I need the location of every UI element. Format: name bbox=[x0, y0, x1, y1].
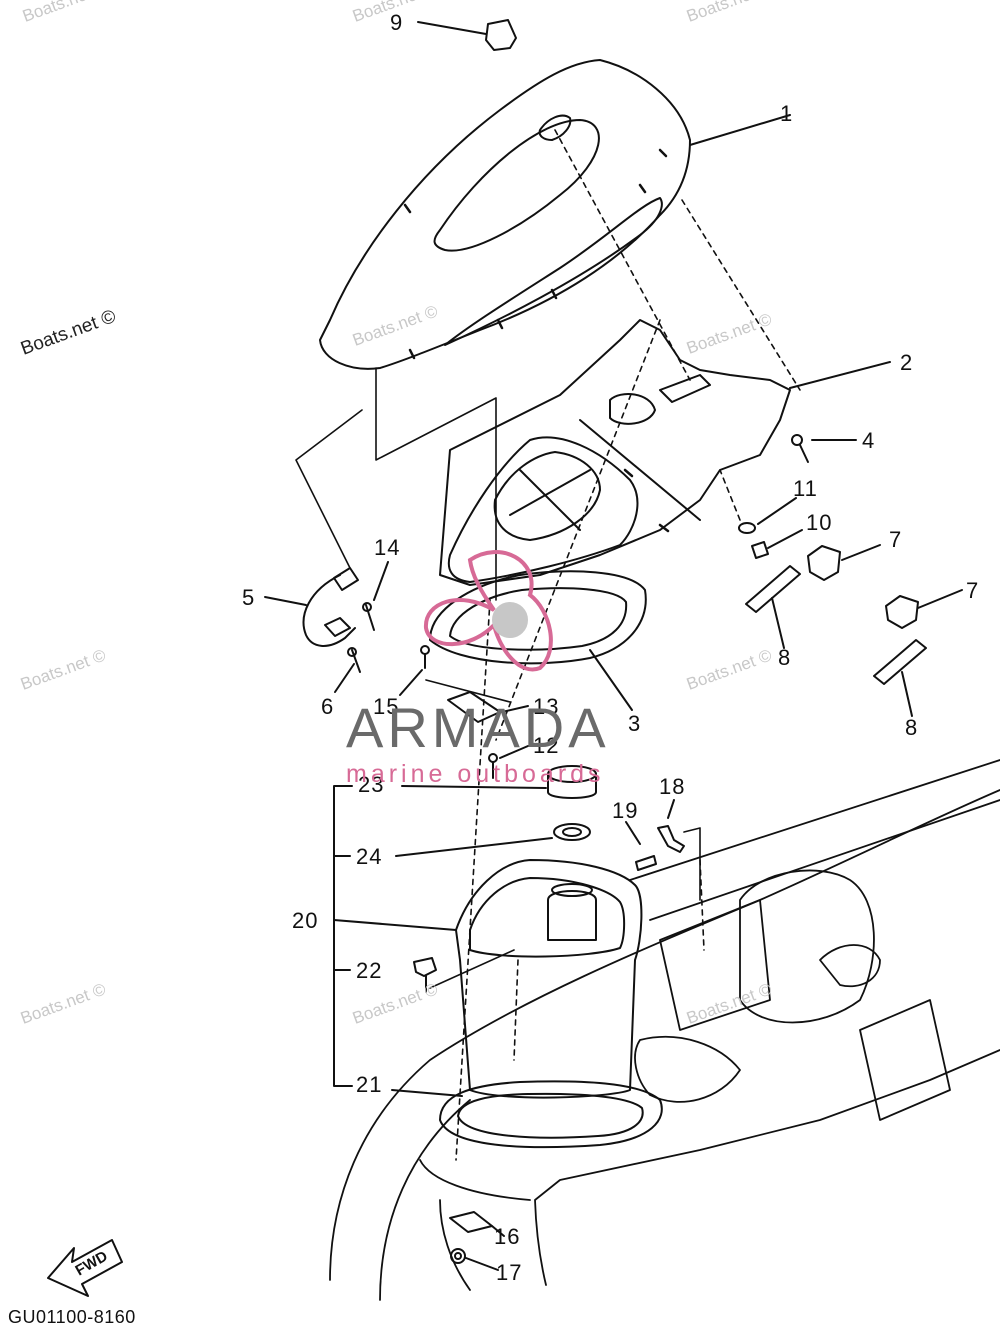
callout-14: 14 bbox=[374, 535, 401, 560]
intake-housing bbox=[447, 436, 639, 583]
armada-logo-tagline: marine outboards bbox=[346, 760, 605, 788]
callout-24: 24 bbox=[356, 844, 383, 869]
callout-9: 9 bbox=[390, 10, 404, 35]
part-9-plug bbox=[417, 19, 517, 51]
callout-1: 1 bbox=[780, 101, 794, 126]
callout-4: 4 bbox=[862, 428, 876, 453]
part-17-nut bbox=[450, 1248, 499, 1271]
callout-5: 5 bbox=[242, 585, 256, 610]
part-13-plate bbox=[447, 691, 529, 723]
part-8-pad-b bbox=[873, 639, 927, 717]
part-4-screw bbox=[791, 434, 857, 463]
part-23-cap bbox=[401, 765, 597, 799]
part-11-washer bbox=[738, 497, 797, 534]
callout-17: 17 bbox=[496, 1260, 523, 1285]
callout-8-a: 8 bbox=[778, 645, 792, 670]
part-18-latch bbox=[657, 799, 685, 853]
callout-16: 16 bbox=[494, 1224, 521, 1249]
callout-8-b: 8 bbox=[905, 715, 919, 740]
armada-logo-name: ARMADA bbox=[346, 696, 610, 759]
part-19-pin bbox=[625, 821, 657, 871]
callout-6: 6 bbox=[321, 694, 335, 719]
part-7-cap-b bbox=[885, 589, 963, 629]
part-20-storage-bucket bbox=[455, 859, 643, 1099]
callout-11: 11 bbox=[793, 476, 818, 501]
callout-7-a: 7 bbox=[889, 527, 903, 552]
part-7-cap-a bbox=[807, 544, 881, 581]
part-12-screw bbox=[488, 745, 529, 779]
part-1-hood-cover bbox=[319, 59, 791, 370]
callout-22: 22 bbox=[356, 958, 383, 983]
part-8-pad-a bbox=[745, 565, 801, 649]
hull-body bbox=[329, 759, 1000, 1301]
callout-7-b: 7 bbox=[966, 578, 980, 603]
callout-2: 2 bbox=[900, 350, 914, 375]
part-10-bolt bbox=[751, 529, 803, 559]
callout-19: 19 bbox=[612, 798, 639, 823]
assembly-leaders bbox=[295, 367, 701, 989]
leader-dashes bbox=[425, 129, 801, 1161]
callout-13: 13 bbox=[533, 694, 560, 719]
bracket-20-24 bbox=[333, 785, 463, 1097]
callout-10: 10 bbox=[806, 510, 833, 535]
part-14-rivet bbox=[362, 561, 389, 631]
fwd-label: FWD bbox=[73, 1248, 111, 1280]
fwd-arrow bbox=[47, 1239, 123, 1297]
callout-15: 15 bbox=[373, 694, 400, 719]
part-6-rivet bbox=[334, 647, 361, 693]
part-22-fastener bbox=[413, 957, 437, 991]
callout-23: 23 bbox=[358, 772, 385, 797]
part-15-screw bbox=[399, 645, 430, 696]
callout-3: 3 bbox=[628, 711, 642, 736]
part-16-bracket bbox=[449, 1211, 505, 1237]
part-code: GU01100-8160 bbox=[8, 1307, 136, 1327]
callout-12: 12 bbox=[533, 733, 560, 758]
callout-20: 20 bbox=[292, 908, 319, 933]
callout-18: 18 bbox=[659, 774, 686, 799]
part-5-handle-clip bbox=[264, 567, 359, 647]
part-24-ring bbox=[395, 823, 591, 857]
armada-logo-mark bbox=[423, 550, 553, 672]
callout-21: 21 bbox=[356, 1072, 383, 1097]
